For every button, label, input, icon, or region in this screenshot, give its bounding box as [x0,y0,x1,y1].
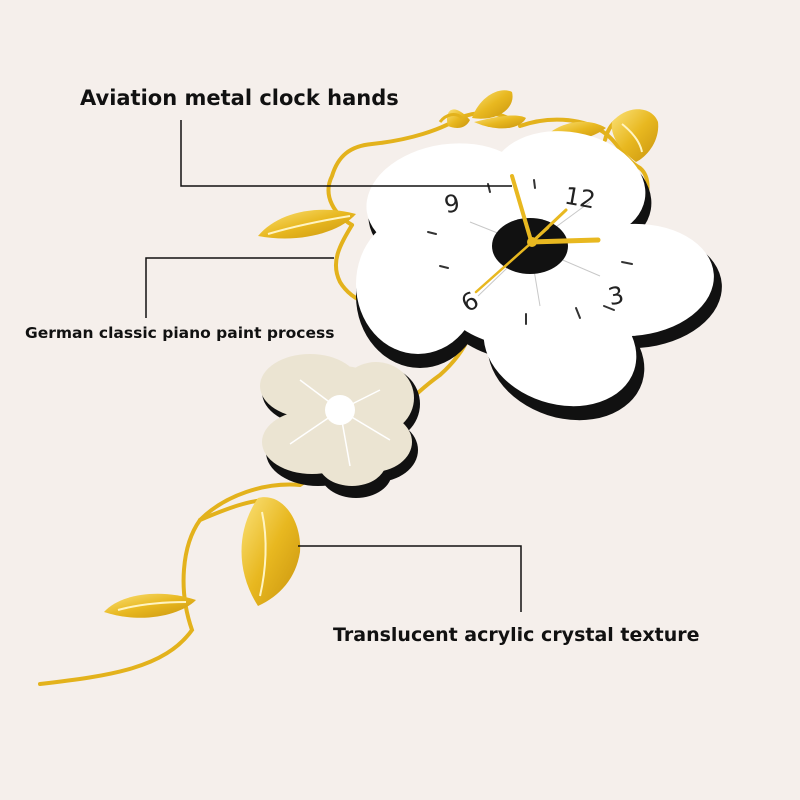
gold-leaf-bottom-left [104,593,196,618]
gold-butterfly [438,90,526,129]
callout-line-paint [145,257,334,318]
gold-leaf-left-upper [258,209,356,239]
clock-hands [474,174,601,294]
numeral-9: 9 [442,189,462,219]
callout-aviation-metal-hands: Aviation metal clock hands [80,86,399,110]
numeral-12: 12 [563,182,598,215]
clock-hands-pin [527,237,537,247]
small-flower-center [325,395,355,425]
minute-hand [510,174,534,246]
numeral-3: 3 [606,281,627,312]
callout-lines [145,120,522,612]
callout-line-acrylic [298,545,522,612]
callout-line-hands [180,120,512,187]
hour-hand [527,237,601,245]
callout-acrylic-texture: Translucent acrylic crystal texture [333,624,700,646]
clock-face-petals [356,131,714,407]
callout-piano-paint: German classic piano paint process [25,324,335,342]
gold-leaf-bottom-center [241,497,301,606]
